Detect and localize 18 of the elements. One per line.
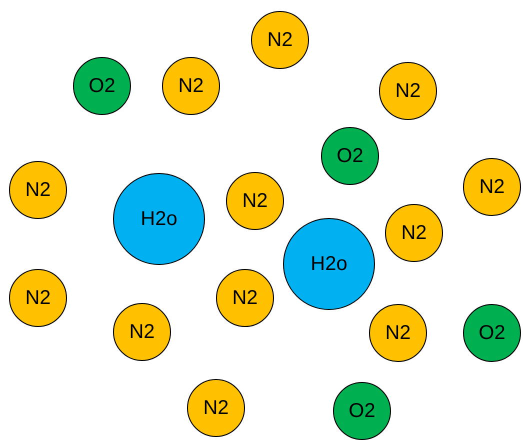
molecule-label: N2: [129, 320, 155, 344]
molecule-label: O2: [88, 74, 116, 98]
molecule-label: N2: [242, 190, 268, 212]
molecule-label: H2o: [310, 252, 348, 276]
molecule-label: N2: [479, 176, 505, 198]
molecule-label: O2: [336, 144, 364, 168]
molecule-label: N2: [401, 222, 427, 244]
molecule-label: N2: [395, 80, 421, 102]
molecule-label: N2: [25, 178, 51, 202]
molecule-label: N2: [203, 396, 229, 420]
molecule-label: H2o: [140, 208, 178, 230]
molecule-label: N2: [385, 322, 411, 344]
molecule-label: O2: [478, 322, 506, 344]
molecule-label: N2: [267, 28, 293, 52]
molecule-label: N2: [232, 286, 258, 310]
molecule-label: N2: [25, 286, 51, 310]
molecule-label: O2: [348, 400, 376, 422]
molecule-label: N2: [178, 74, 204, 98]
